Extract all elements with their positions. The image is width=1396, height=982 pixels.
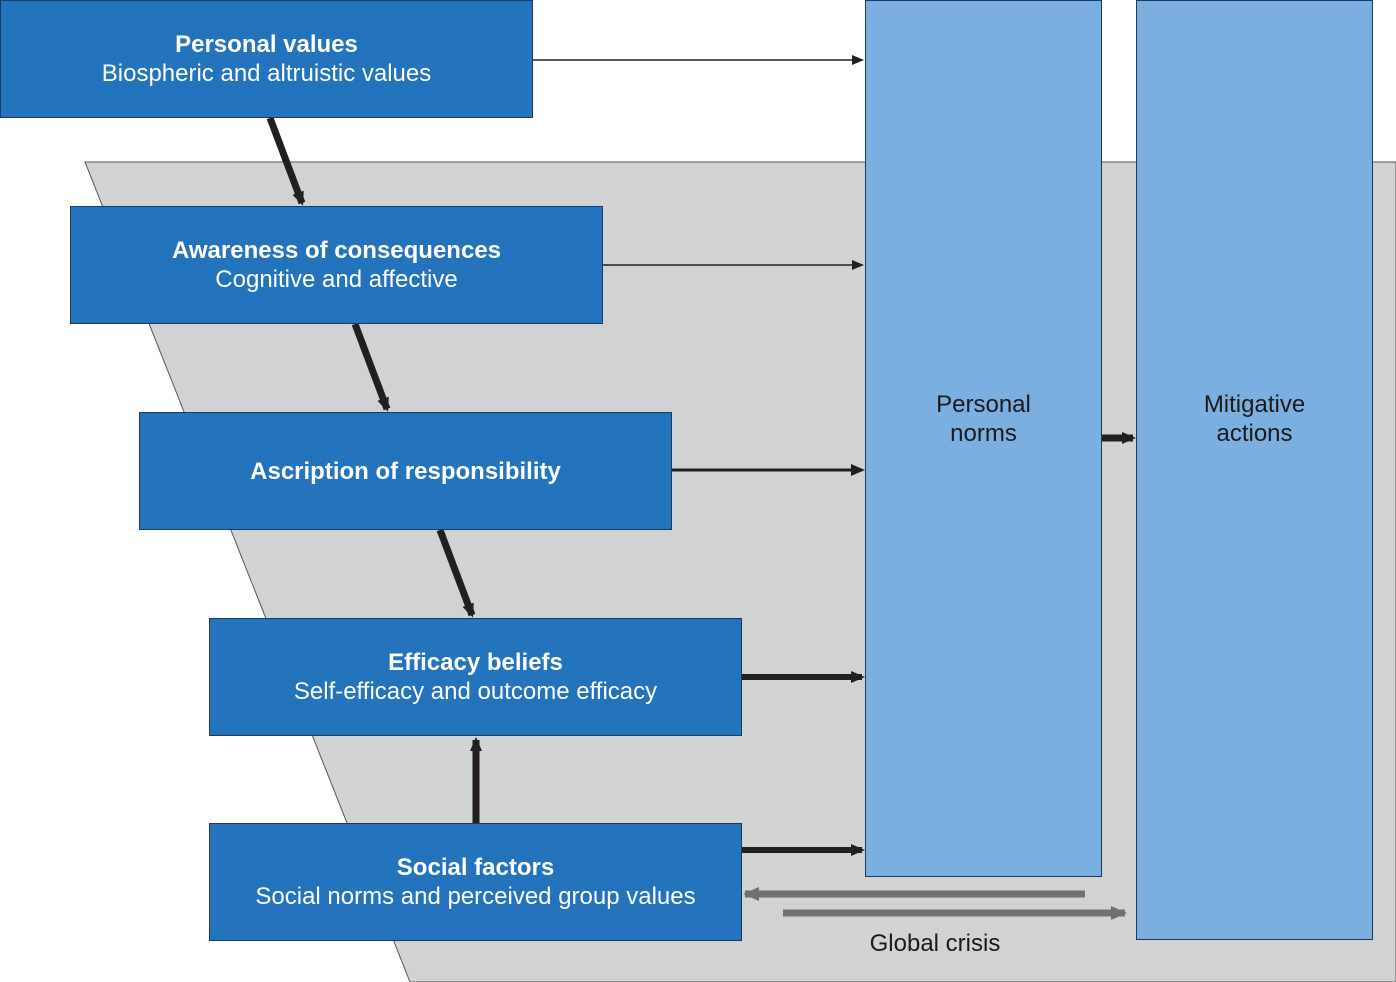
personal-values-title: Personal values xyxy=(175,31,358,58)
efficacy-subtitle: Self-efficacy and outcome efficacy xyxy=(293,678,658,705)
ascription-title: Ascription of responsibility xyxy=(250,457,561,485)
mitigative-actions-label: Mitigative actions xyxy=(1203,391,1306,447)
personal-values-subtitle: Biospheric and altruistic values xyxy=(101,60,432,87)
mitigative-actions-column: Mitigative actions xyxy=(1136,0,1373,940)
efficacy-title: Efficacy beliefs xyxy=(388,649,563,676)
social-factors-box: Social factors Social norms and perceive… xyxy=(209,823,742,941)
social-factors-subtitle: Social norms and perceived group values xyxy=(255,883,696,910)
awareness-subtitle: Cognitive and affective xyxy=(215,266,458,293)
awareness-title: Awareness of consequences xyxy=(171,237,502,264)
personal-norms-label: Personal norms xyxy=(936,390,1031,447)
arrow-ascription-to-efficacy xyxy=(436,528,476,618)
personal-norms-column: Personal norms xyxy=(865,0,1102,877)
arrow-values-to-awareness xyxy=(266,116,306,206)
global-crisis-label: Global crisis xyxy=(869,930,1001,957)
efficacy-box: Efficacy beliefs Self-efficacy and outco… xyxy=(209,618,742,736)
ascription-box: Ascription of responsibility xyxy=(139,412,672,530)
personal-values-box: Personal values Biospheric and altruisti… xyxy=(0,0,533,118)
social-factors-title: Social factors xyxy=(396,854,555,881)
awareness-box: Awareness of consequences Cognitive and … xyxy=(70,206,603,324)
arrow-awareness-to-ascription xyxy=(351,322,391,412)
